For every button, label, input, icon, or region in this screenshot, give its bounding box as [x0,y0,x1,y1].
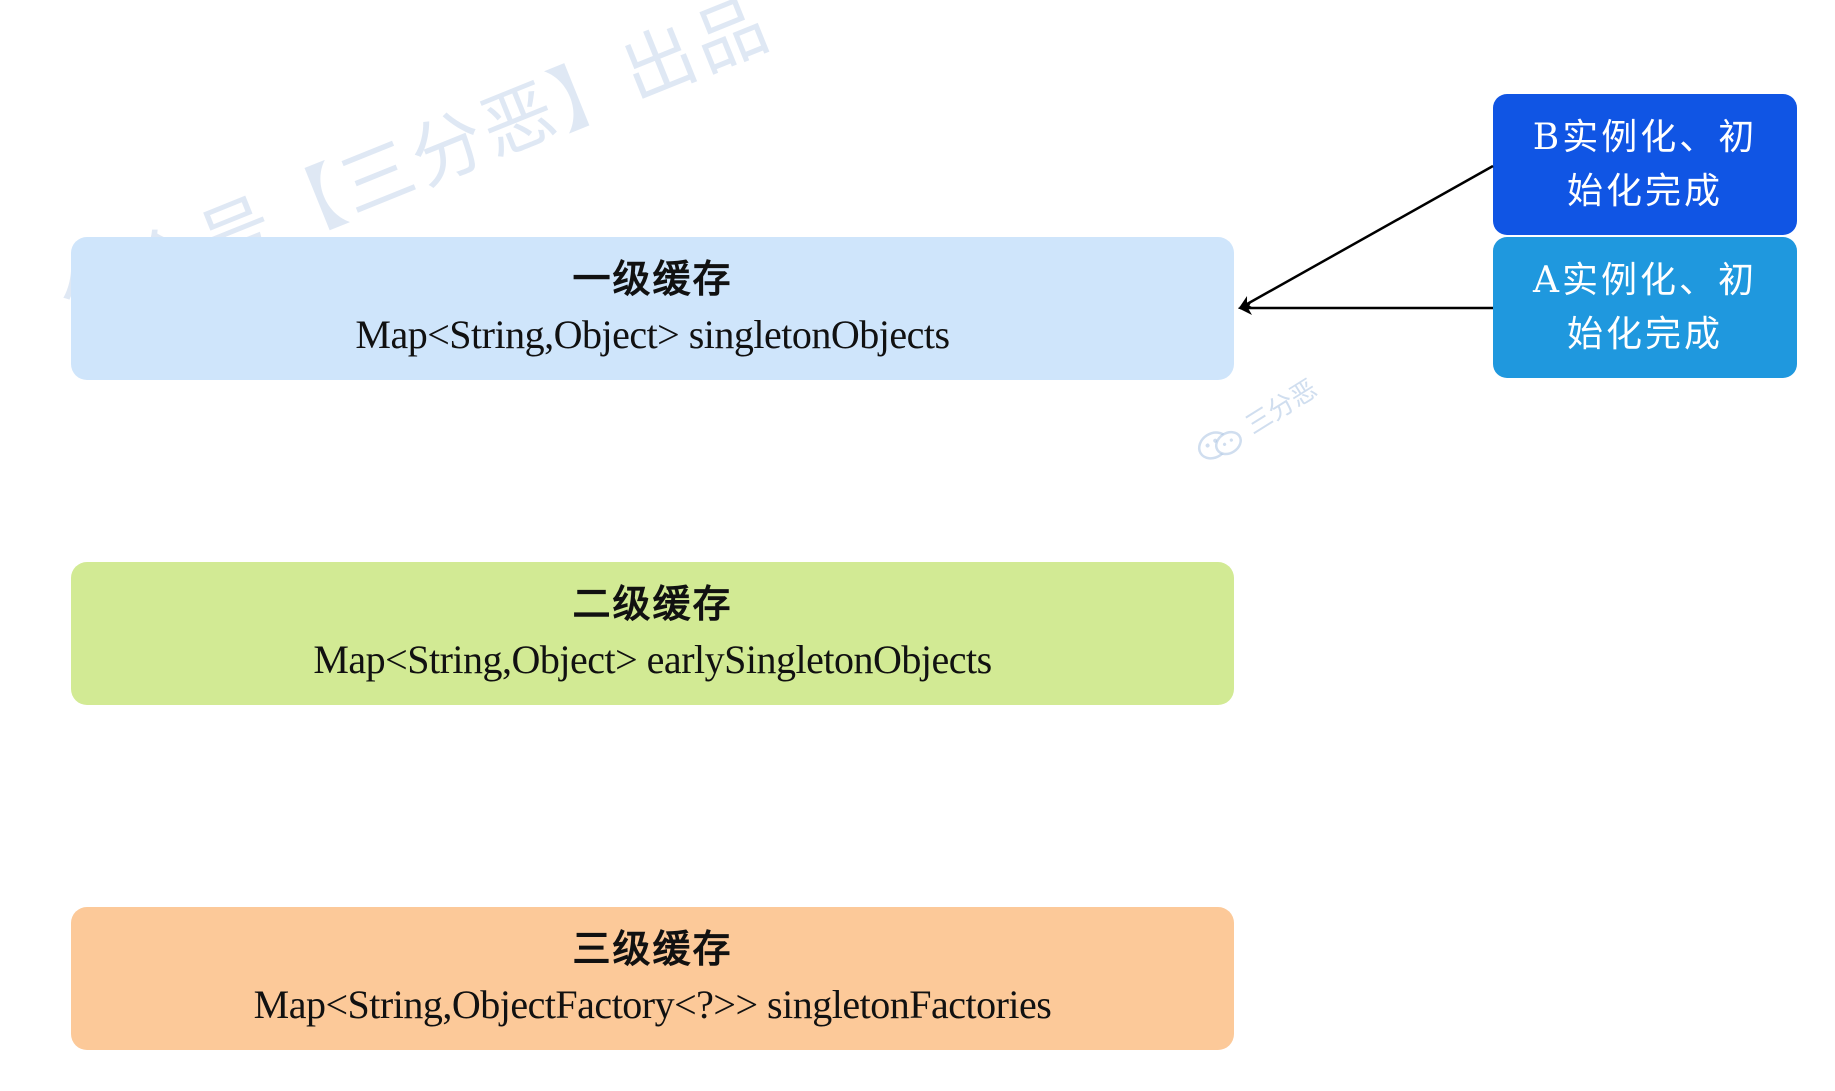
level2-cache-title: 二级缓存 [572,580,733,626]
a-state-line1: A实例化、初 [1533,259,1757,301]
level1-cache-box: 一级缓存 Map<String,Object> singletonObjects [71,237,1234,380]
watermark-small: 三分恶 [1190,369,1323,471]
b-instantiated-box: B实例化、初 始化完成 [1493,94,1797,235]
level1-cache-title: 一级缓存 [572,255,733,301]
watermark-small-text: 三分恶 [1240,374,1323,441]
level1-cache-code: Map<String,Object> singletonObjects [355,311,950,357]
level3-cache-title: 三级缓存 [572,925,733,971]
wechat-icon [1197,430,1242,460]
b-state-line2: 始化完成 [1566,170,1723,212]
level2-cache-code: Map<String,Object> earlySingletonObjects [313,636,992,682]
level3-cache-box: 三级缓存 Map<String,ObjectFactory<?>> single… [71,907,1234,1050]
a-instantiated-box: A实例化、初 始化完成 [1493,237,1797,378]
level2-cache-box: 二级缓存 Map<String,Object> earlySingletonOb… [71,562,1234,705]
arrow-b-to-level1 [1238,164,1494,310]
b-state-line1: B实例化、初 [1532,116,1758,158]
level3-cache-code: Map<String,ObjectFactory<?>> singletonFa… [253,981,1052,1027]
a-state-line2: 始化完成 [1566,313,1723,355]
